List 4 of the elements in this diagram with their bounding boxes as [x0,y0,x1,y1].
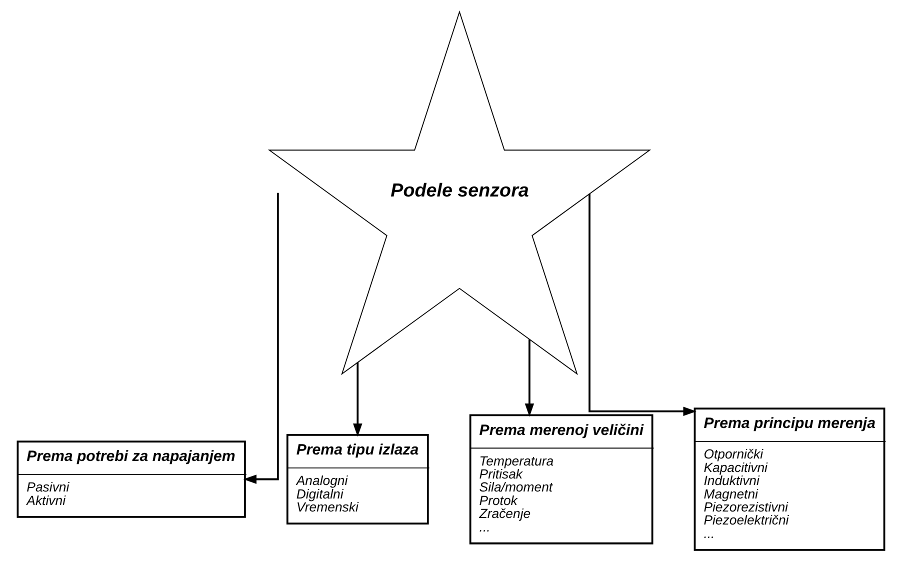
arrow [588,194,696,416]
arrow [243,192,279,484]
arrow [353,362,362,437]
arrow [524,339,534,417]
